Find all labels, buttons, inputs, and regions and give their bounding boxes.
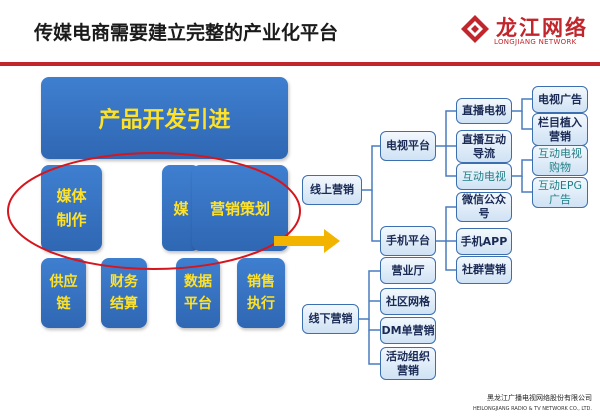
logo-icon: [461, 15, 489, 43]
interactive-epg-ad-node: 互动EPG 广告: [532, 177, 588, 208]
sales-exec-box: 销售 执行: [237, 258, 285, 328]
live-tv-node: 直播电视: [456, 98, 512, 124]
logo-subtitle: LONGJIANG NETWORK: [494, 38, 577, 46]
store-node: 营业厅: [380, 257, 436, 284]
page-title: 传媒电商需要建立完整的产业化平台: [34, 22, 339, 44]
marketing-planning-box: 营销策划: [192, 165, 288, 251]
column-placement-node: 栏目植入 营销: [532, 113, 588, 146]
interactive-tv-shopping-node: 互动电视 购物: [532, 145, 588, 176]
supply-chain-box: 供应 链: [41, 258, 86, 328]
offline-marketing-node: 线下营销: [302, 304, 359, 334]
media-production-box: 媒体 制作: [41, 165, 102, 251]
footer-company: 黑龙江广播电视网络股份有限公司: [487, 394, 592, 402]
interactive-tv-node: 互动电视: [456, 163, 512, 190]
product-dev-box: 产品开发引进: [41, 77, 288, 159]
mobile-platform-node: 手机平台: [380, 226, 436, 256]
finance-box: 财务 结算: [101, 258, 147, 328]
dm-marketing-node: DM单营销: [380, 317, 436, 344]
event-marketing-node: 活动组织 营销: [380, 347, 436, 380]
data-platform-box: 数据 平台: [176, 258, 220, 328]
tv-ad-node: 电视广告: [532, 86, 588, 113]
title-rule: [0, 62, 600, 66]
online-marketing-node: 线上营销: [302, 175, 362, 205]
tv-platform-node: 电视平台: [380, 131, 436, 161]
community-marketing-node: 社群营销: [456, 256, 512, 284]
highlight-ellipse: [7, 152, 301, 270]
footer-company-en: HEILONGJIANG RADIO & TV NETWORK CO., LTD…: [473, 406, 592, 412]
logo-name: 龙江网络: [496, 16, 588, 40]
community-grid-node: 社区网格: [380, 288, 436, 315]
wechat-node: 微信公众 号: [456, 192, 512, 222]
mobile-app-node: 手机APP: [456, 228, 512, 255]
live-interactive-node: 直播互动 导流: [456, 130, 512, 163]
flow-arrow: [274, 229, 340, 253]
